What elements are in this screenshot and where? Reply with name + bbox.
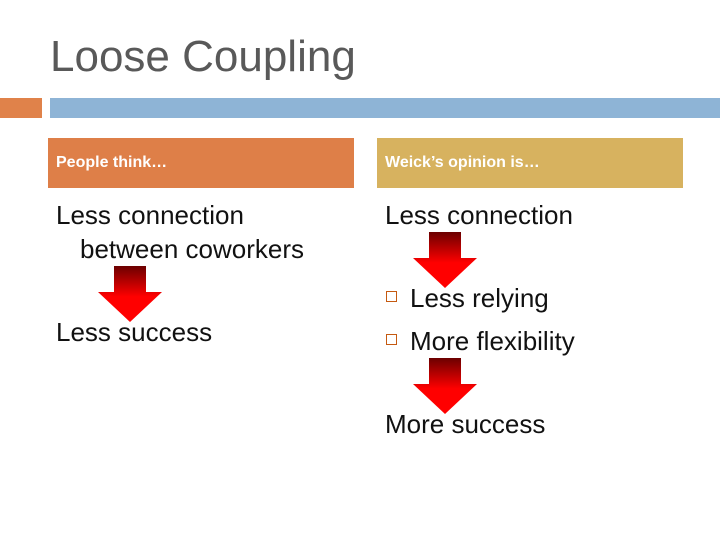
left-line-1: Less connection (56, 200, 244, 230)
down-arrow-icon (413, 358, 477, 414)
square-bullet-icon (386, 334, 397, 345)
right-header-label: Weick’s opinion is… (385, 154, 540, 171)
down-arrow-icon (98, 266, 162, 322)
accent-bar-orange (0, 98, 42, 118)
right-column-header: Weick’s opinion is… (377, 138, 683, 188)
left-line-2: between coworkers (80, 234, 304, 264)
right-bullet-2: More flexibility (410, 326, 575, 356)
left-column-header: People think… (48, 138, 354, 188)
accent-bar-blue (50, 98, 720, 118)
down-arrow-icon (413, 232, 477, 288)
left-header-label: People think… (56, 154, 168, 171)
slide-title: Loose Coupling (50, 32, 356, 81)
right-result: More success (385, 409, 546, 439)
square-bullet-icon (386, 291, 397, 302)
right-bullet-1: Less relying (410, 283, 549, 313)
right-start: Less connection (385, 200, 573, 230)
left-result: Less success (56, 317, 213, 347)
